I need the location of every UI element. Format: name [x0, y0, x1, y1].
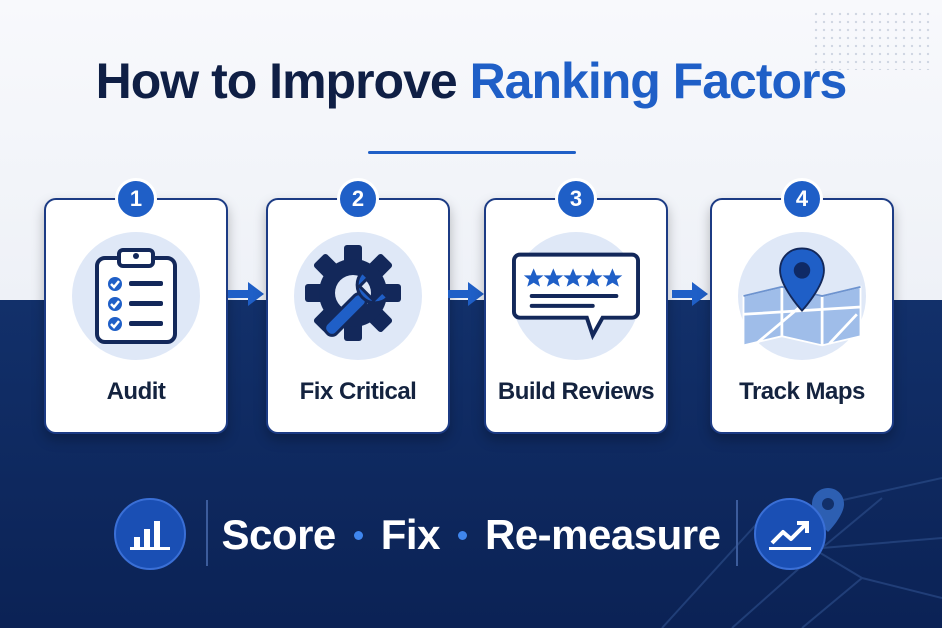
- tagline-word-remeasure: Re-measure: [484, 511, 721, 558]
- tagline-word-fix: Fix: [380, 511, 441, 558]
- title-main: How to Improve: [95, 53, 470, 109]
- step-label: Build Reviews: [497, 378, 655, 405]
- trend-badge: [754, 498, 826, 570]
- bar-chart-icon: [130, 521, 170, 550]
- tagline-word-score: Score: [221, 511, 337, 558]
- bar-chart-badge: [114, 498, 186, 570]
- step-card-fix-critical: 2 Fix Critic: [266, 178, 450, 434]
- footer-tagline: Score Fix Re-measure: [210, 510, 732, 560]
- step-number-badge: 3: [555, 178, 597, 220]
- title-underline: [368, 151, 576, 154]
- arrow-right-icon: [672, 282, 708, 306]
- separator-dot: [353, 530, 363, 540]
- step-number-badge: 1: [115, 178, 157, 220]
- arrow-right-icon: [448, 282, 484, 306]
- step-card-build-reviews: 3 Build Reviews: [484, 178, 668, 434]
- clipboard-checklist-icon: [95, 248, 177, 344]
- review-stars-bubble-icon: [512, 252, 640, 341]
- arrow-right-icon: [228, 282, 264, 306]
- dot-pattern-decoration: [812, 10, 932, 70]
- title-accent: Ranking Factors: [469, 53, 848, 109]
- map-pin-icon: [742, 247, 862, 347]
- step-icon-circle: [512, 232, 640, 360]
- gear-wrench-icon: [305, 245, 401, 341]
- step-label: Fix Critical: [299, 378, 417, 405]
- step-card-track-maps: 4 Track Maps: [710, 178, 894, 434]
- separator-dot: [457, 530, 467, 540]
- step-icon-circle: [72, 232, 200, 360]
- step-label: Track Maps: [739, 378, 865, 405]
- step-card-audit: 1 Audit: [44, 178, 228, 434]
- step-number-badge: 2: [337, 178, 379, 220]
- step-label: Audit: [106, 378, 166, 405]
- footer-divider-left: [206, 500, 208, 566]
- page-title: How to Improve Ranking Factors: [0, 52, 942, 110]
- step-icon-circle: [294, 232, 422, 360]
- trend-up-icon: [769, 521, 811, 550]
- step-icon-circle: [738, 232, 866, 360]
- step-number-badge: 4: [781, 178, 823, 220]
- footer-divider-right: [736, 500, 738, 566]
